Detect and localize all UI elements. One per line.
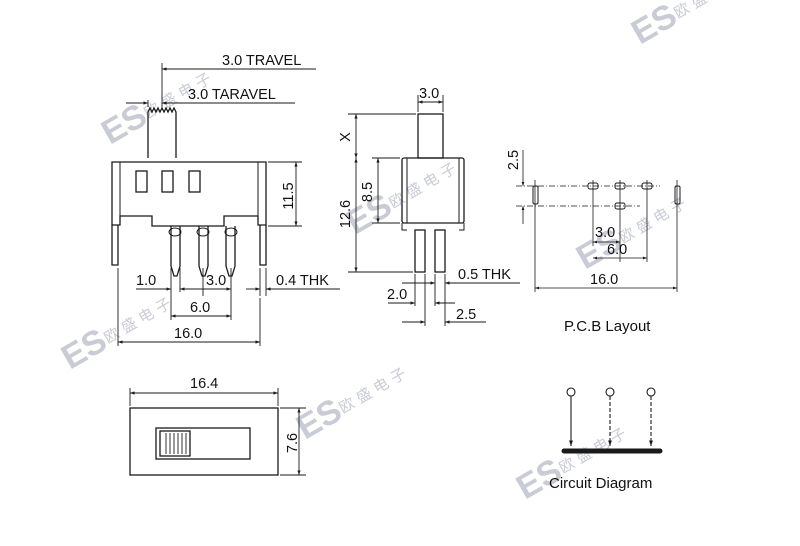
circuit-terminal-3 bbox=[646, 387, 656, 397]
svg-text:欧 盛 电 子: 欧 盛 电 子 bbox=[386, 159, 459, 212]
side-pin-thickness-label: 0.5 THK bbox=[458, 267, 511, 283]
circuit-diagram bbox=[561, 387, 663, 454]
front-window-1 bbox=[135, 170, 148, 193]
watermark-5: ES 欧 盛 电 子 bbox=[55, 294, 174, 377]
front-pin-pitch-label: 3.0 bbox=[206, 273, 226, 289]
watermark-layer: ES 欧 盛 电 子 ES 欧 盛 电 子 ES 欧 盛 电 子 ES 欧 盛 … bbox=[55, 0, 744, 507]
side-actuator bbox=[417, 113, 444, 159]
svg-text:欧 盛 电 子: 欧 盛 电 子 bbox=[101, 294, 174, 347]
pcb-mount-hole-right bbox=[674, 185, 681, 205]
svg-text:欧 盛 电 子: 欧 盛 电 子 bbox=[336, 364, 409, 417]
front-body-height-label: 11.5 bbox=[281, 182, 297, 209]
top-length-label: 16.4 bbox=[190, 376, 218, 392]
side-actuator-width-label: 3.0 bbox=[419, 86, 439, 102]
front-view bbox=[111, 63, 340, 346]
front-travel-label: 3.0 TRAVEL bbox=[222, 53, 301, 69]
pcb-layout-labels: 2.5 3.0 6.0 16.0 P.C.B Layout bbox=[506, 150, 651, 335]
watermark-6: ES 欧 盛 电 子 bbox=[290, 364, 409, 447]
pcb-width-label: 16.0 bbox=[590, 272, 618, 288]
front-thickness-label: 0.4 THK bbox=[276, 273, 329, 289]
circuit-diagram-caption: Circuit Diagram bbox=[549, 475, 652, 492]
front-pin-3 bbox=[225, 226, 236, 277]
circuit-terminal-2 bbox=[605, 387, 615, 397]
side-body-height-label: 8.5 bbox=[360, 182, 376, 202]
side-view bbox=[348, 95, 520, 326]
front-leg-right bbox=[259, 225, 267, 266]
front-pin-width-label: 1.0 bbox=[136, 273, 156, 289]
side-body bbox=[401, 157, 465, 224]
side-pin-pitch-label: 2.5 bbox=[456, 307, 476, 323]
front-window-2 bbox=[161, 170, 174, 193]
front-actuator bbox=[147, 106, 177, 158]
pcb-row-offset-label: 2.5 bbox=[506, 150, 522, 170]
side-total-height-label: 12.6 bbox=[338, 200, 354, 228]
side-actuator-height-label: X bbox=[338, 132, 354, 142]
front-pin-span-label: 6.0 bbox=[190, 300, 210, 316]
side-pin-left bbox=[414, 229, 426, 273]
top-knob bbox=[159, 430, 191, 457]
top-knob-grip bbox=[165, 433, 187, 454]
front-window-3 bbox=[188, 170, 201, 193]
pcb-mount-hole-left bbox=[532, 185, 539, 205]
watermark-2: ES 欧 盛 电 子 bbox=[95, 69, 214, 152]
top-view bbox=[129, 388, 306, 476]
pcb-span-label: 6.0 bbox=[607, 242, 627, 258]
top-width-label: 7.6 bbox=[285, 433, 301, 453]
front-pin-2 bbox=[198, 226, 209, 277]
side-view-labels: 3.0 X 12.6 8.5 0.5 THK 2.0 2.5 bbox=[338, 86, 511, 323]
circuit-terminal-1 bbox=[566, 387, 576, 397]
watermark-1: ES 欧 盛 电 子 bbox=[625, 0, 744, 52]
side-pin-width-label: 2.0 bbox=[387, 287, 407, 303]
top-body bbox=[129, 407, 279, 476]
watermark-7: ES 欧 盛 电 子 bbox=[510, 424, 629, 507]
front-taravel-label: 3.0 TARAVEL bbox=[188, 87, 276, 103]
front-body-width-label: 16.0 bbox=[174, 326, 202, 342]
pcb-layout-caption: P.C.B Layout bbox=[564, 318, 651, 335]
svg-text:欧 盛 电 子: 欧 盛 电 子 bbox=[671, 0, 744, 22]
front-leg-left bbox=[111, 225, 119, 266]
pcb-pitch-label: 3.0 bbox=[595, 225, 615, 241]
front-view-labels: 3.0 TRAVEL 3.0 TARAVEL 11.5 1.0 3.0 0.4 … bbox=[136, 53, 329, 342]
top-view-labels: 16.4 7.6 bbox=[190, 376, 301, 453]
front-pin-1 bbox=[170, 226, 181, 277]
svg-text:欧 盛 电 子: 欧 盛 电 子 bbox=[616, 194, 689, 247]
side-pin-right bbox=[434, 229, 446, 273]
top-slot bbox=[155, 427, 251, 460]
pcb-layout bbox=[516, 150, 681, 292]
